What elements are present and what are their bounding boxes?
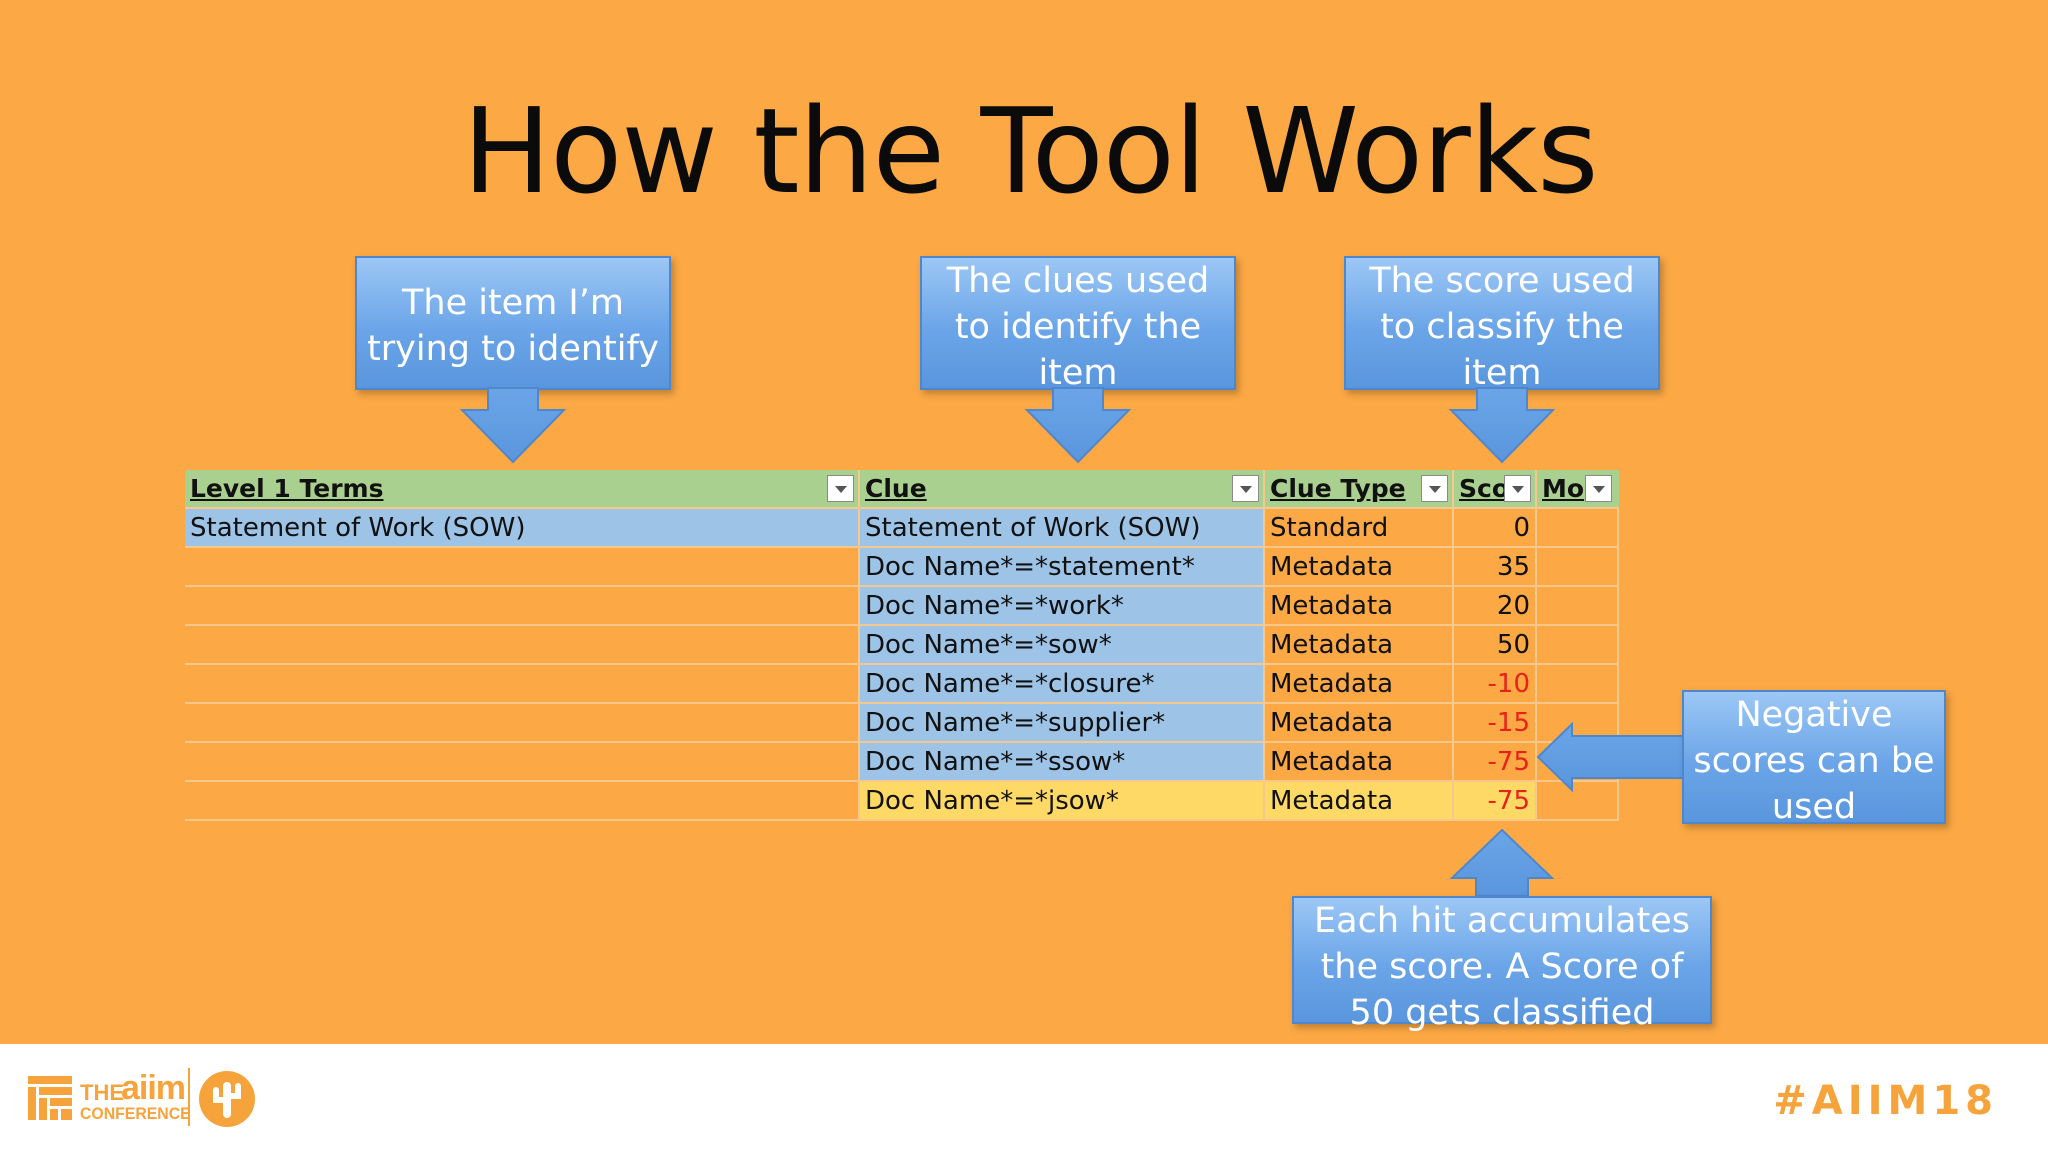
header-mo-label: Mo	[1542, 474, 1585, 503]
cell-term	[185, 548, 860, 585]
cell-mo	[1537, 548, 1619, 585]
table-row: Doc Name*=*work* Metadata 20	[185, 587, 1619, 626]
cell-clue-type: Metadata	[1265, 587, 1454, 624]
cell-term	[185, 704, 860, 741]
callout-item-arrow-icon	[459, 387, 567, 464]
cell-clue-type: Metadata	[1265, 704, 1454, 741]
cell-clue-type: Metadata	[1265, 782, 1454, 819]
filter-dropdown-icon[interactable]	[1421, 475, 1448, 502]
callout-negative-arrow-icon	[1536, 721, 1685, 793]
header-clue: Clue	[860, 470, 1265, 507]
cactus-badge-icon	[199, 1071, 255, 1127]
callout-accumulate-arrow-icon	[1449, 828, 1555, 897]
table-row: Doc Name*=*statement* Metadata 35	[185, 548, 1619, 587]
cell-mo	[1537, 782, 1619, 819]
cell-clue-type: Metadata	[1265, 626, 1454, 663]
footer	[0, 1044, 2048, 1152]
cell-clue: Doc Name*=*statement*	[860, 548, 1265, 585]
header-clue-label: Clue	[865, 474, 927, 503]
header-score-label: Sco	[1459, 474, 1509, 503]
callout-item: The item I’m trying to identify	[355, 256, 671, 390]
logo-conference: CONFERENCE	[80, 1104, 191, 1123]
aiim-logo-icon	[28, 1076, 72, 1120]
callout-negative-text: Negative scores can be used	[1693, 695, 1935, 827]
table-row: Doc Name*=*jsow* Metadata -75	[185, 782, 1619, 821]
header-level1-terms-label: Level 1 Terms	[190, 474, 384, 503]
cell-term	[185, 665, 860, 702]
table-row: Statement of Work (SOW) Statement of Wor…	[185, 509, 1619, 548]
cell-clue-type: Metadata	[1265, 665, 1454, 702]
cell-mo	[1537, 626, 1619, 663]
header-level1-terms: Level 1 Terms	[185, 470, 860, 507]
event-hashtag: #AIIM18	[1773, 1078, 1998, 1124]
table-row: Doc Name*=*sow* Metadata 50	[185, 626, 1619, 665]
filter-dropdown-icon[interactable]	[1504, 475, 1531, 502]
cell-term	[185, 782, 860, 819]
cell-score: 50	[1454, 626, 1537, 663]
table-row: Doc Name*=*closure* Metadata -10	[185, 665, 1619, 704]
filter-dropdown-icon[interactable]	[827, 475, 854, 502]
filter-dropdown-icon[interactable]	[1585, 475, 1612, 502]
cell-score: -75	[1454, 743, 1537, 780]
cell-term	[185, 743, 860, 780]
callout-accumulate-text: Each hit accumulates the score. A Score …	[1314, 901, 1690, 1033]
filter-dropdown-icon[interactable]	[1232, 475, 1259, 502]
cell-score: -15	[1454, 704, 1537, 741]
table-row: Doc Name*=*supplier* Metadata -15	[185, 704, 1619, 743]
header-score: Sco	[1454, 470, 1537, 507]
logo-the: THE	[80, 1080, 124, 1105]
cell-score: -10	[1454, 665, 1537, 702]
header-clue-type-label: Clue Type	[1270, 474, 1406, 503]
cell-clue: Statement of Work (SOW)	[860, 509, 1265, 546]
callout-score-text: The score used to classify the item	[1369, 261, 1635, 393]
cell-clue: Doc Name*=*sow*	[860, 626, 1265, 663]
cell-score: -75	[1454, 782, 1537, 819]
callout-clues-text: The clues used to identify the item	[946, 261, 1210, 393]
callout-accumulate: Each hit accumulates the score. A Score …	[1292, 896, 1712, 1033]
callout-clues: The clues used to identify the item	[920, 256, 1236, 393]
cell-clue: Doc Name*=*ssow*	[860, 743, 1265, 780]
cell-clue-type: Metadata	[1265, 743, 1454, 780]
header-clue-type: Clue Type	[1265, 470, 1454, 507]
cell-term	[185, 626, 860, 663]
callout-item-text: The item I’m trying to identify	[367, 283, 659, 369]
cell-clue: Doc Name*=*supplier*	[860, 704, 1265, 741]
callout-clues-arrow-icon	[1024, 387, 1132, 464]
cell-term	[185, 587, 860, 624]
cell-mo	[1537, 665, 1619, 702]
header-mo: Mo	[1537, 470, 1619, 507]
cell-clue: Doc Name*=*closure*	[860, 665, 1265, 702]
slide-title: How the Tool Works	[462, 82, 1598, 220]
cell-clue-type: Standard	[1265, 509, 1454, 546]
callout-score-arrow-icon	[1448, 387, 1556, 464]
cell-clue: Doc Name*=*jsow*	[860, 782, 1265, 819]
cell-clue: Doc Name*=*work*	[860, 587, 1265, 624]
cell-term: Statement of Work (SOW)	[185, 509, 860, 546]
table-header-row: Level 1 Terms Clue Clue Type Sco Mo	[185, 470, 1619, 509]
logo-aiim: aiim	[121, 1069, 186, 1107]
cell-score: 35	[1454, 548, 1537, 585]
cell-clue-type: Metadata	[1265, 548, 1454, 585]
callout-score: The score used to classify the item	[1344, 256, 1660, 393]
table-row: Doc Name*=*ssow* Metadata -75	[185, 743, 1619, 782]
classification-table: Level 1 Terms Clue Clue Type Sco Mo St	[185, 470, 1619, 822]
cell-mo	[1537, 509, 1619, 546]
cell-score: 0	[1454, 509, 1537, 546]
callout-negative: Negative scores can be used	[1682, 690, 1946, 827]
cell-mo	[1537, 587, 1619, 624]
cell-score: 20	[1454, 587, 1537, 624]
logo-divider	[188, 1068, 190, 1126]
cell-mo	[1537, 704, 1619, 741]
